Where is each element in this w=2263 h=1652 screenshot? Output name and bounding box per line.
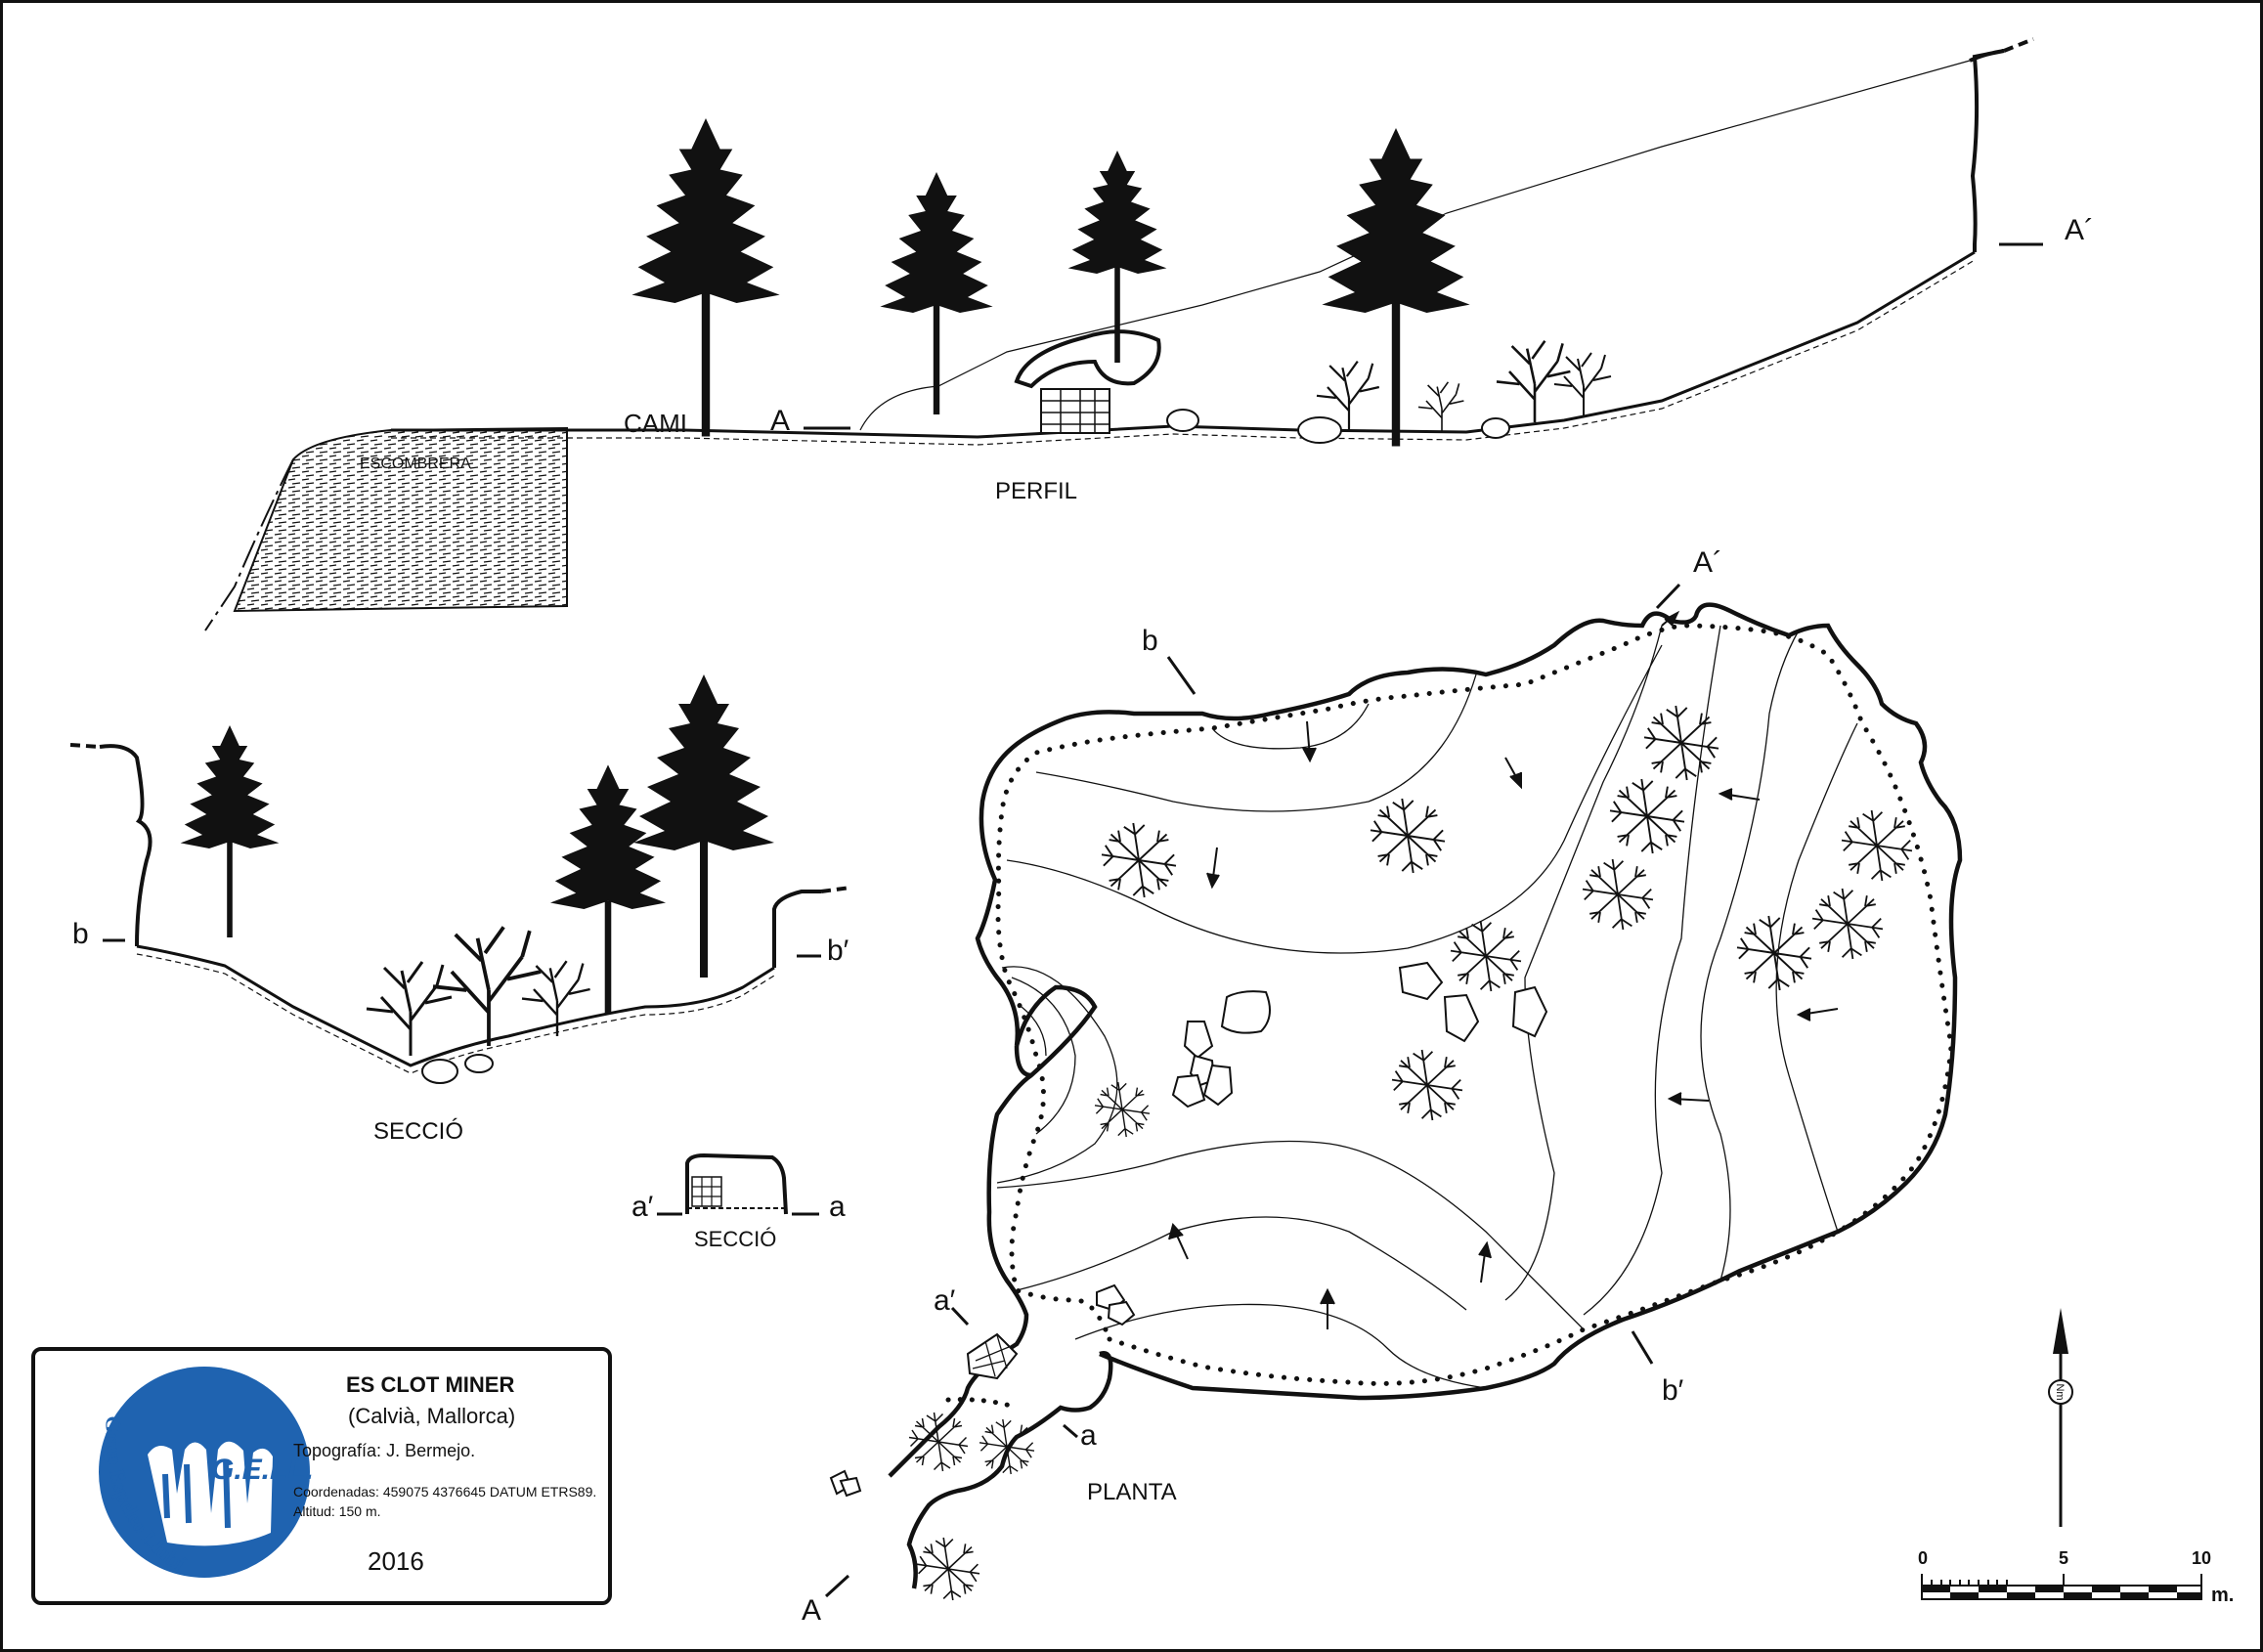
plan-label-small-a: a [1080,1419,1097,1452]
scale-unit: m. [2211,1585,2234,1606]
plan-plant-icon [1643,705,1719,781]
plan-label-small-a-prime: a′ [934,1284,956,1317]
profile-overhang-rock [1014,329,1161,389]
gell-logo: G.E.LL. Grup Espeleo Llubí [99,1367,314,1578]
section-a-stones [691,1176,722,1207]
section-a-label-a: a [829,1191,846,1223]
section-a-outline [685,1152,788,1215]
profile-label-a: A [770,405,790,437]
profile-tree [1067,151,1167,363]
section-b-shrub [365,960,454,1058]
profile-boulder [1481,417,1510,439]
section-b-left-wall [99,744,152,947]
plan-plant-icon [1094,1081,1151,1138]
topography-author: Topografía: J. Bermejo. [293,1441,476,1460]
profile-ground-texture [391,259,1976,446]
plan-boulders [829,961,1548,1498]
profile-boulder [1166,409,1199,432]
section-a-title: SECCIÓ [694,1227,776,1251]
north-arrow-label: Nm [2054,1383,2066,1400]
profile-view: A A´ CAMI ESCOMBRERA PERFIL [204,37,2094,631]
plan-section-markers [824,583,1681,1598]
profile-surface-thin-line [859,60,1971,431]
altitude: Altitud: 150 m. [293,1503,381,1519]
scale-tick-10: 10 [2192,1548,2211,1568]
profile-tree [631,118,780,437]
plan-entrance-dotted [945,1397,1020,1411]
coordinates: Coordenadas: 459075 4376645 DATUM ETRS89… [293,1484,597,1500]
profile-label-cami: CAMI [624,409,687,438]
scale-bar: 0 5 10 m. [1918,1548,2234,1606]
plan-plant-icon [908,1412,969,1472]
plan-plant-icon [1582,858,1654,931]
section-a-label-a-prime: a′ [631,1191,654,1223]
profile-stone-wall [1040,388,1110,434]
section-b-boulder [464,1054,494,1073]
plan-title: PLANTA [1087,1479,1177,1505]
profile-label-escombrera: ESCOMBRERA [360,456,471,472]
plan-plant-icon [1841,809,1913,882]
plan-vegetation [908,705,1913,1601]
profile-boulder [1297,416,1342,444]
plan-plant-icon [979,1418,1035,1475]
plan-view: b b′ A´ A a′ a PLANTA [802,546,1963,1627]
plan-cliff-edge-dotted [995,623,1954,1386]
logo-text-short: G.E.LL. [211,1454,314,1486]
section-b-right-wall [772,890,821,968]
profile-shrub [1417,380,1465,433]
profile-wall-top-dash [2003,37,2034,53]
profile-label-a-prime: A´ [2065,214,2094,246]
cave-location-subtitle: (Calvià, Mallorca) [348,1404,516,1428]
profile-tree [880,172,993,414]
plan-plant-icon [916,1537,980,1601]
plan-plant-icon [1391,1049,1463,1121]
cross-section-a: a′ a SECCIÓ [631,1152,846,1251]
scale-tick-5: 5 [2059,1548,2068,1568]
plan-contour-lines [996,625,1858,1389]
spoil-heap-slope-line [204,458,294,631]
section-b-tree [549,764,667,1014]
plan-plant-icon [1811,888,1884,960]
plan-label-a-lower: A [802,1594,821,1627]
plan-plant-icon [1370,798,1446,874]
section-b-title: SECCIÓ [373,1118,463,1145]
title-block: G.E.LL. Grup Espeleo Llubí ES CLOT MINER… [31,1347,612,1605]
section-b-left-dash [69,743,101,749]
plan-label-b-prime: b′ [1662,1374,1684,1407]
profile-shrub [1553,352,1612,416]
profile-ground-line [391,250,1976,439]
plan-slope-arrows [1168,610,1839,1329]
section-b-label-b-prime: b′ [827,935,849,967]
section-b-ground-texture [136,953,775,1074]
section-b-ground [136,944,775,1067]
survey-year: 2016 [368,1546,424,1576]
plan-stone-wall [966,1332,1019,1380]
section-b-boulder [421,1059,458,1084]
plan-label-b: b [1142,625,1158,657]
scale-tick-0: 0 [1918,1548,1928,1568]
north-arrow: Nm [2048,1308,2073,1527]
plan-inner-lobe-wall [1014,1045,1032,1078]
section-b-label-b: b [72,918,89,950]
section-b-tree [180,725,280,937]
profile-title: PERFIL [995,478,1077,504]
cross-section-b: b b′ SECCIÓ [69,674,851,1145]
north-arrow-badge [2048,1379,2073,1405]
plan-plant-icon [1736,915,1812,991]
profile-tree [1322,128,1470,447]
plan-plant-icon [1450,920,1522,992]
section-b-tree [633,674,774,978]
plan-outer-wall [888,602,1963,1589]
profile-right-wall [1969,49,2005,252]
plan-label-a-prime-upper: A´ [1693,546,1722,579]
profile-shrub [1495,339,1572,424]
cave-name-title: ES CLOT MINER [346,1372,515,1397]
spoil-heap-escombrera [233,426,568,613]
plan-plant-icon [1609,778,1685,854]
section-b-shrub [431,925,544,1048]
section-b-right-dash [820,886,851,893]
plan-plant-icon [1101,822,1177,898]
